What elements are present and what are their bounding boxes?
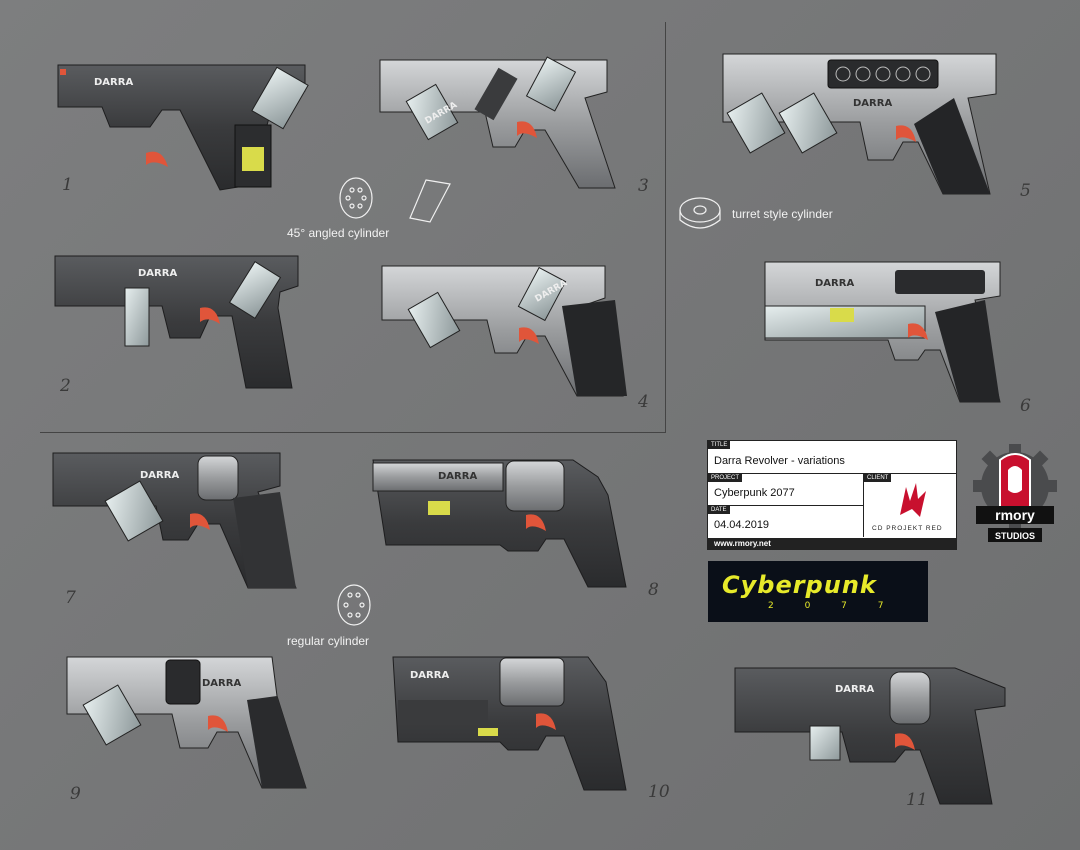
date-label: DATE bbox=[708, 506, 730, 514]
cyberpunk-wordmark: Cyberpunk bbox=[722, 571, 877, 599]
variant-number-6: 6 bbox=[1020, 396, 1031, 416]
project-label: PROJECT bbox=[708, 474, 743, 482]
variant-number-2: 2 bbox=[60, 376, 71, 396]
turret-cylinder-sketch bbox=[679, 197, 721, 229]
title-block: TITLE Darra Revolver - variations PROJEC… bbox=[707, 440, 957, 550]
gun-variant-7: DARRA bbox=[52, 452, 297, 589]
variant-number-5: 5 bbox=[1020, 181, 1031, 201]
gun-variant-11: DARRA bbox=[734, 667, 1006, 805]
divider-horizontal bbox=[40, 432, 666, 433]
client-value: CD PROJEKT RED bbox=[872, 525, 943, 532]
gun-logo-6: DARRA bbox=[815, 278, 854, 289]
gun-logo-7: DARRA bbox=[140, 470, 179, 481]
variant-number-11: 11 bbox=[906, 790, 928, 810]
gun-logo-8: DARRA bbox=[438, 471, 477, 482]
note-angled-cylinder: 45° angled cylinder bbox=[287, 226, 390, 240]
gun-variant-9: DARRA bbox=[66, 656, 307, 789]
rmory-sub: STUDIOS bbox=[995, 531, 1035, 541]
variant-number-8: 8 bbox=[648, 580, 659, 600]
gun-logo-1: DARRA bbox=[94, 77, 133, 88]
title-label: TITLE bbox=[708, 441, 731, 449]
gun-variant-8: DARRA bbox=[372, 459, 627, 588]
regular-cylinder-sketch bbox=[337, 584, 371, 626]
project-value: Cyberpunk 2077 bbox=[714, 487, 795, 499]
cyberpunk-logo: Cyberpunk 2 0 7 7 bbox=[708, 561, 928, 622]
variant-number-1: 1 bbox=[62, 175, 73, 195]
gun-logo-10: DARRA bbox=[410, 670, 449, 681]
cyberpunk-year: 2 0 7 7 bbox=[768, 601, 898, 611]
gun-logo-2: DARRA bbox=[138, 268, 177, 279]
cd-projekt-red-logo bbox=[900, 483, 926, 517]
date-value: 04.04.2019 bbox=[714, 519, 770, 531]
note-regular-cylinder: regular cylinder bbox=[287, 634, 370, 648]
note-turret-cylinder: turret style cylinder bbox=[732, 207, 833, 221]
gun-variant-1: DARRA bbox=[57, 64, 309, 191]
variant-number-9: 9 bbox=[70, 784, 81, 804]
variant-number-3: 3 bbox=[638, 176, 649, 196]
variant-number-4: 4 bbox=[638, 392, 649, 412]
gun-logo-9: DARRA bbox=[202, 678, 241, 689]
variant-number-10: 10 bbox=[648, 782, 670, 802]
gun-variant-6: DARRA bbox=[764, 261, 1001, 403]
angled-cylinder-sketch bbox=[339, 177, 451, 223]
client-label: CLIENT bbox=[864, 474, 892, 482]
gun-logo-11: DARRA bbox=[835, 684, 874, 695]
gun-variant-4: DARRA bbox=[381, 265, 627, 397]
title-value: Darra Revolver - variations bbox=[714, 455, 845, 467]
website-url: www.rmory.net bbox=[708, 538, 956, 549]
divider-vertical bbox=[665, 22, 666, 432]
gun-logo-5: DARRA bbox=[853, 98, 892, 109]
gun-variant-10: DARRA bbox=[392, 656, 627, 791]
rmory-studios-logo: rmory STUDIOS bbox=[973, 444, 1057, 542]
gun-variant-2: DARRA bbox=[54, 255, 299, 389]
gun-variant-5: DARRA bbox=[722, 53, 997, 195]
gun-variant-3: DARRA bbox=[379, 56, 616, 189]
rmory-name: rmory bbox=[995, 507, 1035, 523]
variant-number-7: 7 bbox=[65, 588, 76, 608]
